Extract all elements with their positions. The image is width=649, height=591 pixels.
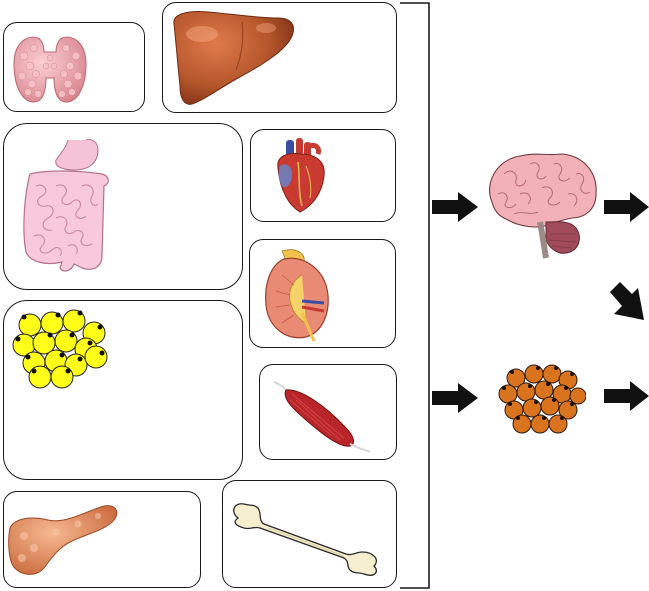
arrow-to-brain: [432, 192, 478, 222]
thyroid-icon: [13, 36, 87, 103]
intestine-icon: [23, 139, 109, 272]
heart-icon: [277, 138, 325, 213]
liver-icon: [173, 11, 294, 105]
grouping-bracket: [400, 2, 430, 589]
pancreas-icon: [8, 505, 118, 575]
arrow-to-adipose: [432, 383, 478, 413]
kidney-icon: [265, 249, 329, 342]
brain-icon: [488, 153, 597, 259]
brown-adipose-icon: [498, 364, 586, 434]
arrow-from-brain: [604, 192, 649, 222]
arrow-brain-to-adipose: [610, 282, 644, 320]
muscle-icon: [273, 381, 371, 453]
arrow-from-adipose: [604, 381, 649, 411]
bone-icon: [233, 503, 378, 576]
adipose-tissue-icon: [12, 309, 108, 389]
